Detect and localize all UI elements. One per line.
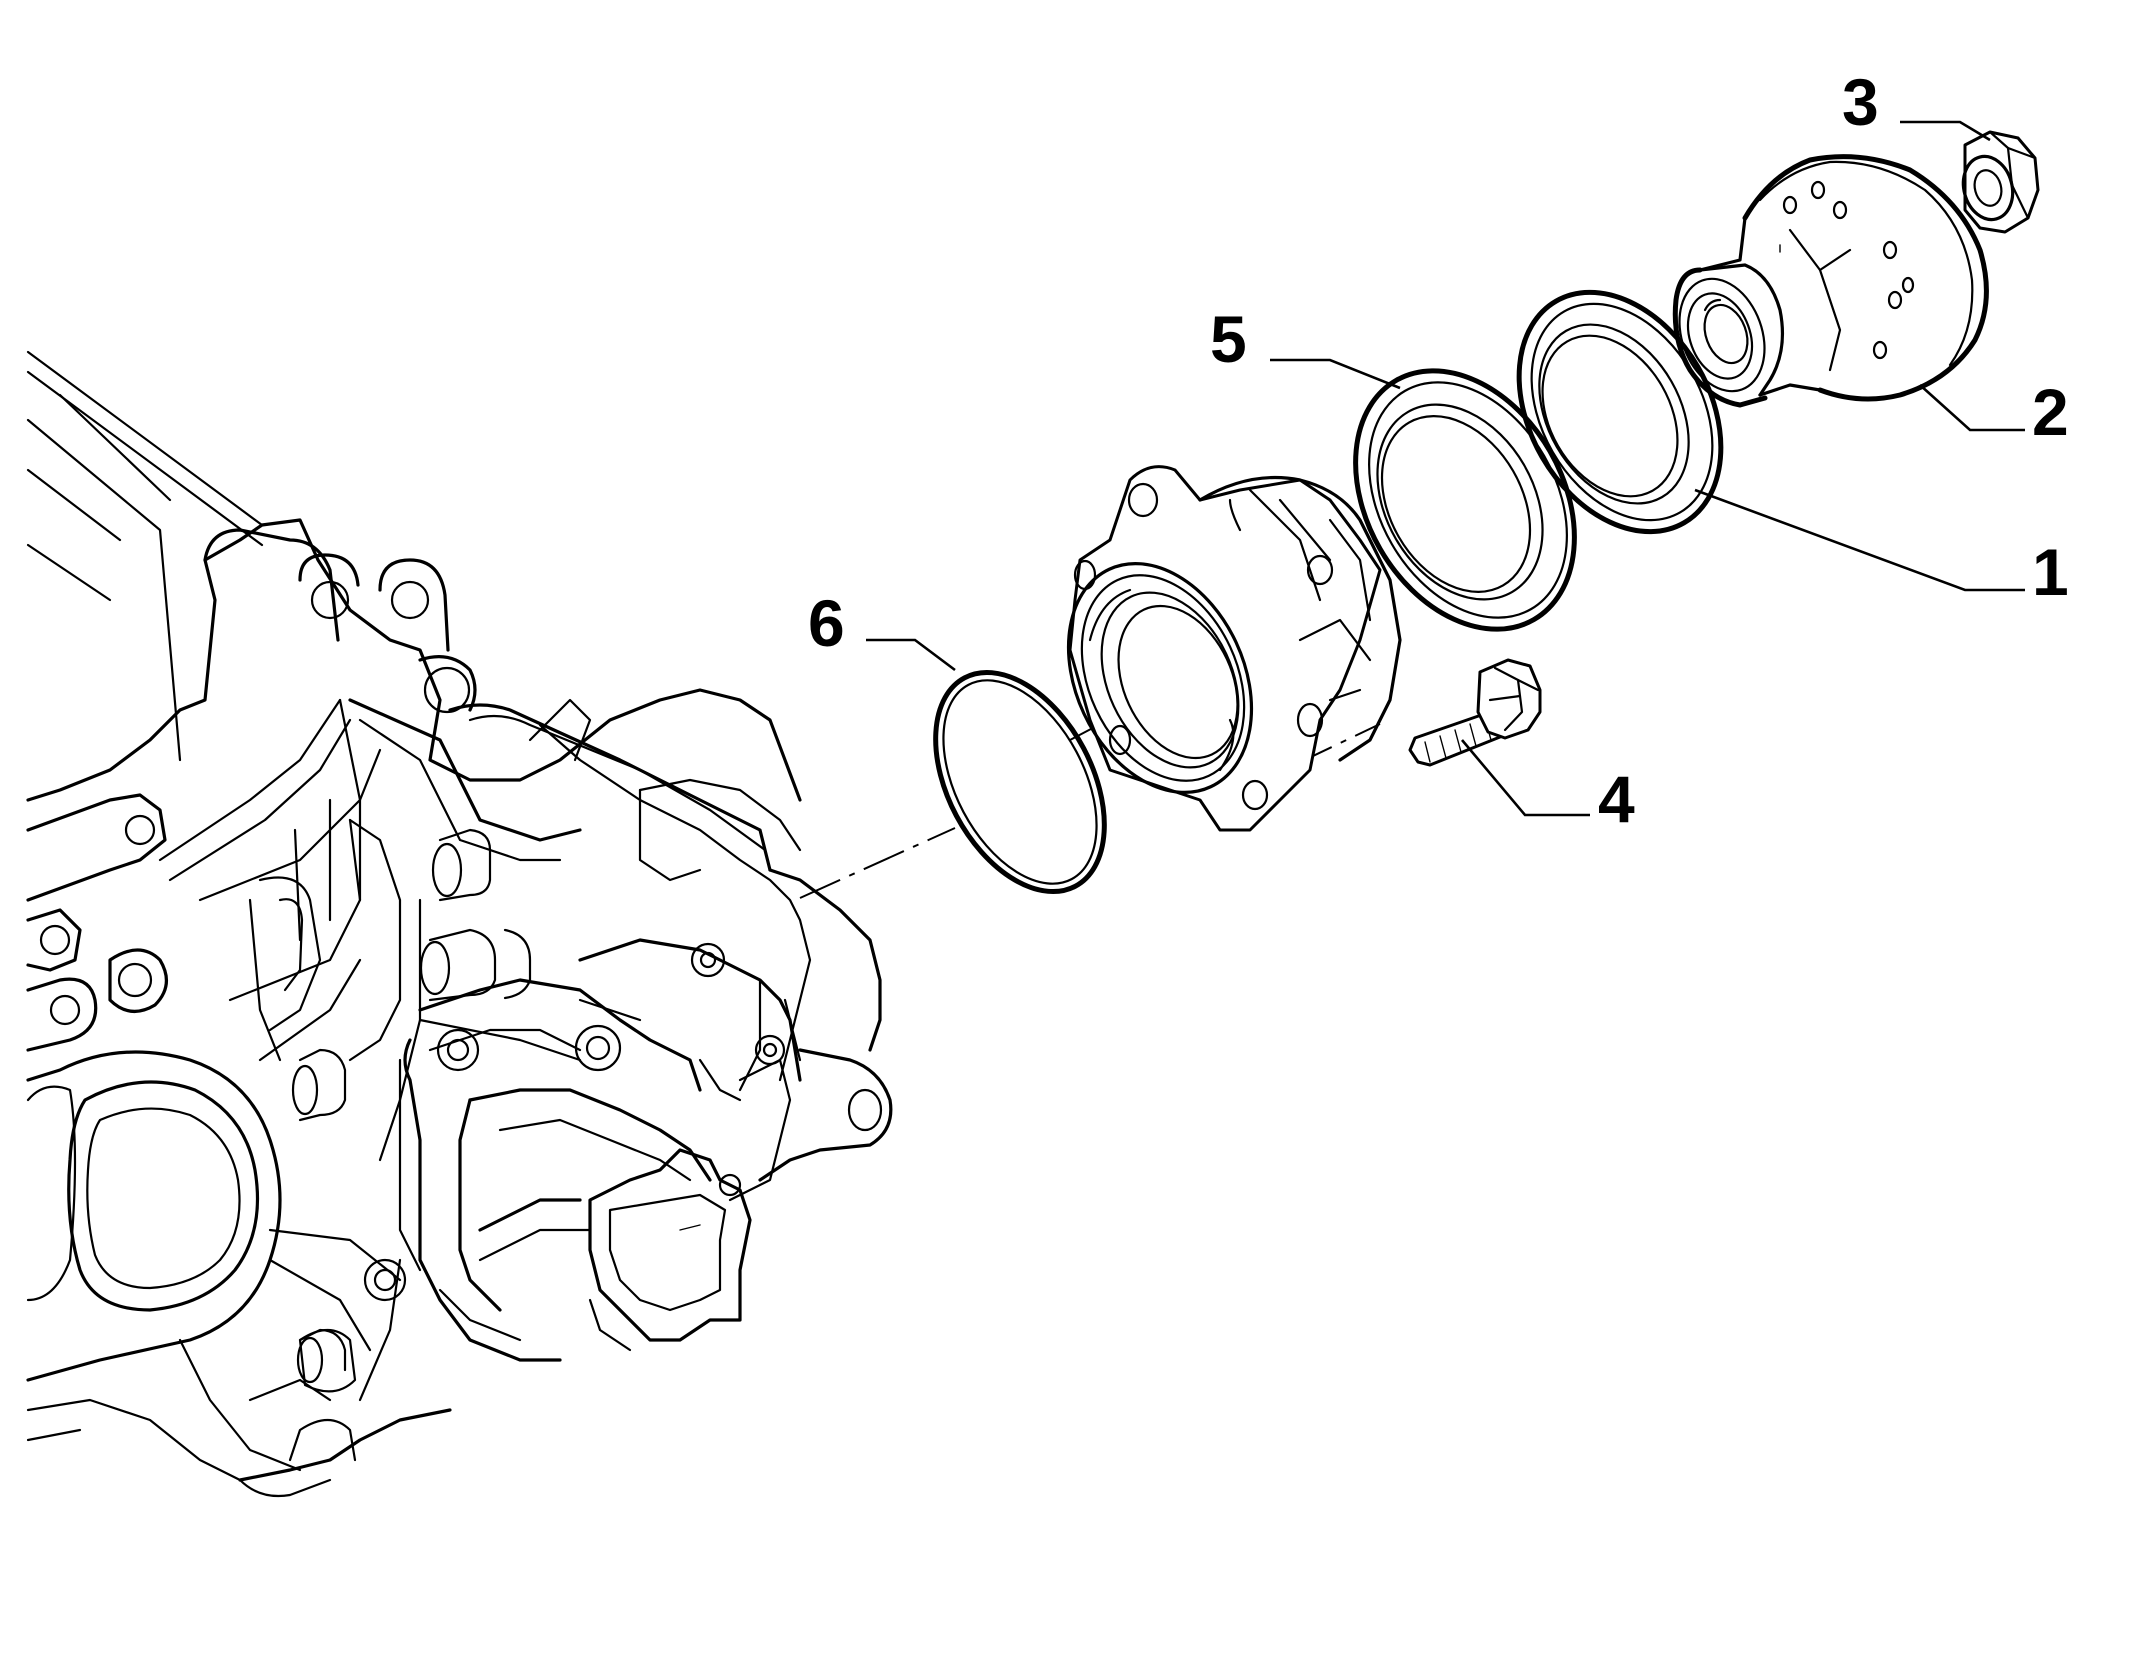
bearing-housing [1066, 465, 1402, 832]
callout-4: 4 [1461, 739, 1635, 836]
part-6-o-ring [933, 669, 1107, 895]
part-2-flange-hub [1672, 154, 1989, 408]
callout-5: 5 [1210, 302, 1401, 390]
part-4-bolt [1408, 658, 1542, 767]
callout-6: 6 [808, 586, 956, 672]
callout-number: 2 [2032, 375, 2069, 449]
callout-number: 4 [1598, 762, 1635, 836]
part-3-nut [1961, 130, 2040, 234]
flange-bolts [363, 942, 786, 1302]
callout-2: 2 [1919, 375, 2069, 449]
part-5-seal [1353, 368, 1577, 632]
callout-number: 3 [1842, 65, 1879, 139]
callout-number: 5 [1210, 302, 1247, 376]
callout-1: 1 [1694, 488, 2069, 609]
callout-3: 3 [1842, 65, 1991, 142]
gearbox-housing [26, 350, 893, 1498]
callout-number: 1 [2032, 535, 2069, 609]
callout-number: 6 [808, 586, 845, 660]
